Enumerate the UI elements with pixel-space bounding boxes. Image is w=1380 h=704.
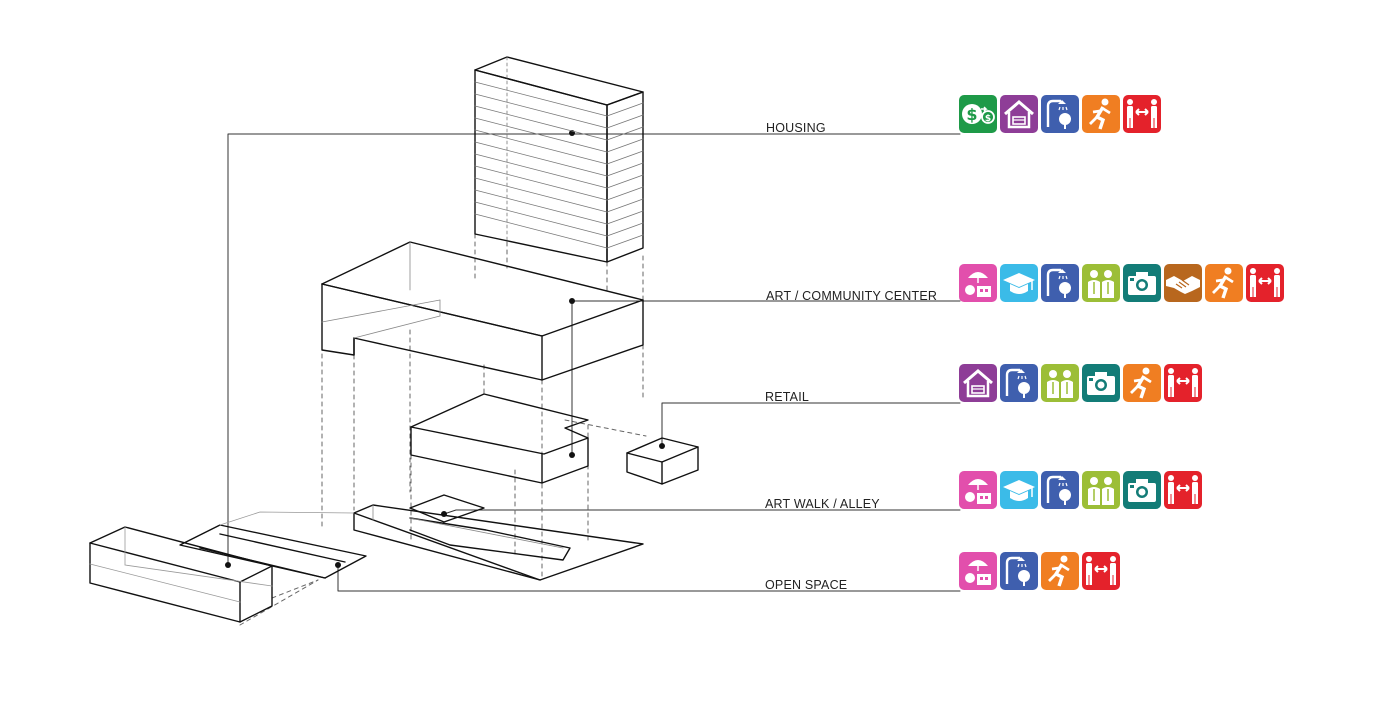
open-space-strip	[179, 524, 367, 579]
shower-tree-icon	[1000, 552, 1038, 590]
label-art-walk-alley: ART WALK / ALLEY	[765, 497, 880, 511]
open-space-box	[89, 526, 273, 623]
people-distance-icon	[1164, 364, 1202, 402]
camera-icon	[1123, 471, 1161, 509]
label-housing: HOUSING	[766, 121, 826, 135]
icons-art-walk-alley	[959, 471, 1202, 509]
people-distance-icon	[1123, 95, 1161, 133]
camera-icon	[1082, 364, 1120, 402]
leader-retail	[661, 402, 961, 447]
handshake-icon	[1164, 264, 1202, 302]
people-distance-icon	[1164, 471, 1202, 509]
people-distance-icon	[1246, 264, 1284, 302]
label-art-community-center: ART / COMMUNITY CENTER	[766, 289, 938, 303]
projection-lines	[179, 233, 647, 626]
shower-tree-icon	[1041, 95, 1079, 133]
open-space-box-hidden	[89, 526, 273, 603]
shower-tree-icon	[1041, 264, 1079, 302]
leader-lines	[227, 133, 961, 592]
shower-tree-icon	[1041, 471, 1079, 509]
leader-art-walk-alley	[443, 509, 961, 515]
running-person-icon	[1041, 552, 1079, 590]
people-group-icon	[1082, 264, 1120, 302]
icons-open-space	[959, 552, 1120, 590]
ground-outline	[219, 511, 355, 526]
dollar-exchange-icon: $$	[959, 95, 997, 133]
food-market-icon	[959, 264, 997, 302]
running-person-icon	[1205, 264, 1243, 302]
svg-text:$: $	[985, 114, 991, 124]
house-icon	[959, 364, 997, 402]
housing-tower	[474, 56, 644, 263]
svg-text:$: $	[966, 105, 977, 124]
icons-housing: $$	[959, 95, 1161, 133]
people-group-icon	[1082, 471, 1120, 509]
label-open-space: OPEN SPACE	[765, 578, 848, 592]
camera-icon	[1123, 264, 1161, 302]
icons-retail	[959, 364, 1202, 402]
retail-block	[410, 393, 589, 484]
shower-tree-icon	[1000, 364, 1038, 402]
running-person-icon	[1123, 364, 1161, 402]
food-market-icon	[959, 471, 997, 509]
art-walk-hidden	[372, 504, 564, 549]
leader-open-space	[337, 564, 961, 592]
icons-art-community-center	[959, 264, 1284, 302]
leader-dots	[225, 130, 665, 568]
leader-art-community-center	[571, 300, 961, 456]
housing-floor-lines	[474, 56, 644, 249]
leader-housing	[227, 133, 961, 566]
label-retail: RETAIL	[765, 390, 810, 404]
art-community-center-block	[321, 241, 644, 381]
graduation-cap-icon	[1000, 471, 1038, 509]
people-distance-icon	[1082, 552, 1120, 590]
art-walk-alley	[353, 494, 644, 581]
art-community-center-hidden	[321, 241, 441, 339]
people-group-icon	[1041, 364, 1079, 402]
retail-kiosk	[626, 437, 699, 485]
running-person-icon	[1082, 95, 1120, 133]
house-icon	[1000, 95, 1038, 133]
graduation-cap-icon	[1000, 264, 1038, 302]
food-market-icon	[959, 552, 997, 590]
